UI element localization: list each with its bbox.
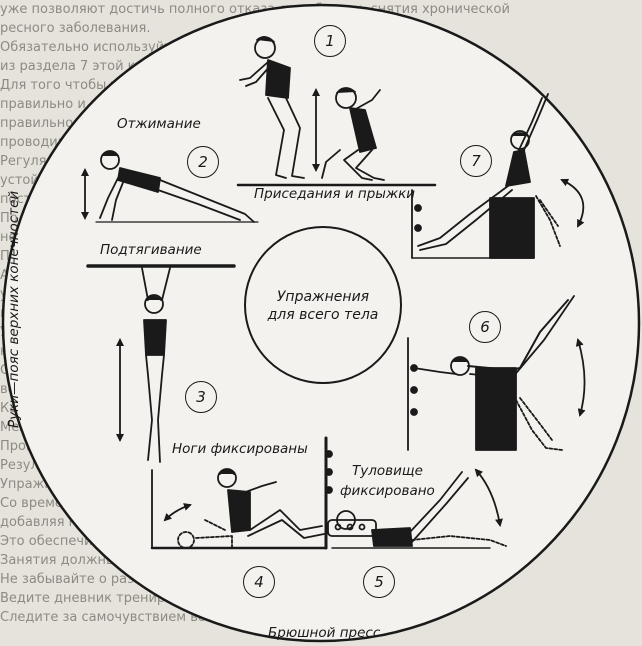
number-6: 6: [469, 311, 501, 343]
number-7: 7: [460, 145, 492, 177]
center-title: Упражнения для всего тела: [255, 288, 391, 324]
center-circle: [244, 226, 402, 384]
number-4: 4: [243, 566, 275, 598]
number-5: 5: [363, 566, 395, 598]
pushups-label: Отжимание: [117, 116, 201, 132]
torso-fixed-figure: [327, 468, 507, 549]
back-extension-6-figure: [407, 295, 586, 451]
torso-fixed-label-line1: Туловище: [352, 463, 423, 479]
pegboard-4: [325, 437, 333, 549]
pullups-figure: [86, 264, 236, 463]
torso-fixed-label-line2: фиксировано: [340, 483, 435, 499]
squats-label: Приседания и прыжки: [254, 186, 416, 202]
abdominal-press-label: Брюшной пресс: [268, 625, 381, 641]
number-2: 2: [187, 146, 219, 178]
number-1: 1: [314, 25, 346, 57]
background-text-line: ресного заболевания.: [0, 21, 151, 36]
pullups-label: Подтягивание: [100, 242, 202, 258]
center-title-line2: для всего тела: [267, 307, 379, 323]
center-title-line1: Упражнения: [276, 289, 370, 305]
pushups-figure: [81, 150, 259, 223]
left-vertical-label: Руки—пояс верхних конечностей: [6, 190, 22, 428]
legs-fixed-label: Ноги фиксированы: [172, 441, 308, 457]
torso-raise-7-figure: [411, 93, 585, 259]
squats-figure: [236, 36, 437, 187]
number-3: 3: [185, 381, 217, 413]
